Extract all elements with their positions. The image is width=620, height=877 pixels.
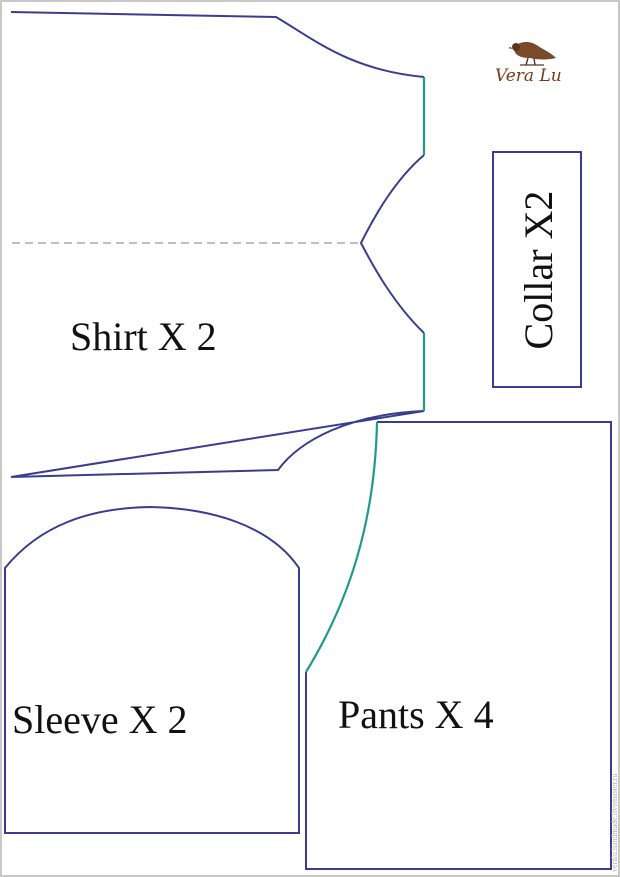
- bird-icon: [508, 42, 556, 66]
- logo-text: Vera Lu: [495, 66, 562, 86]
- pants-crotch-seam: [305, 421, 379, 673]
- collar-label: Collar X2: [516, 191, 561, 350]
- sleeve-piece: Sleeve X 2: [4, 505, 300, 834]
- pants-label: Pants X 4: [338, 692, 494, 737]
- shirt-outline: [10, 11, 425, 478]
- sleeve-outline: [4, 505, 300, 834]
- shirt-label: Shirt X 2: [70, 314, 217, 359]
- vera-lu-logo: Vera Lu: [495, 42, 562, 86]
- pants-outline: [305, 421, 612, 870]
- pants-piece: Pants X 4: [305, 421, 612, 870]
- shirt-piece: Shirt X 2: [10, 11, 426, 478]
- collar-piece: Collar X2: [492, 151, 582, 388]
- watermark: veralu.handmade.livemaster.ru: [610, 774, 619, 872]
- sleeve-label: Sleeve X 2: [12, 697, 188, 742]
- collar-outline: [492, 151, 582, 388]
